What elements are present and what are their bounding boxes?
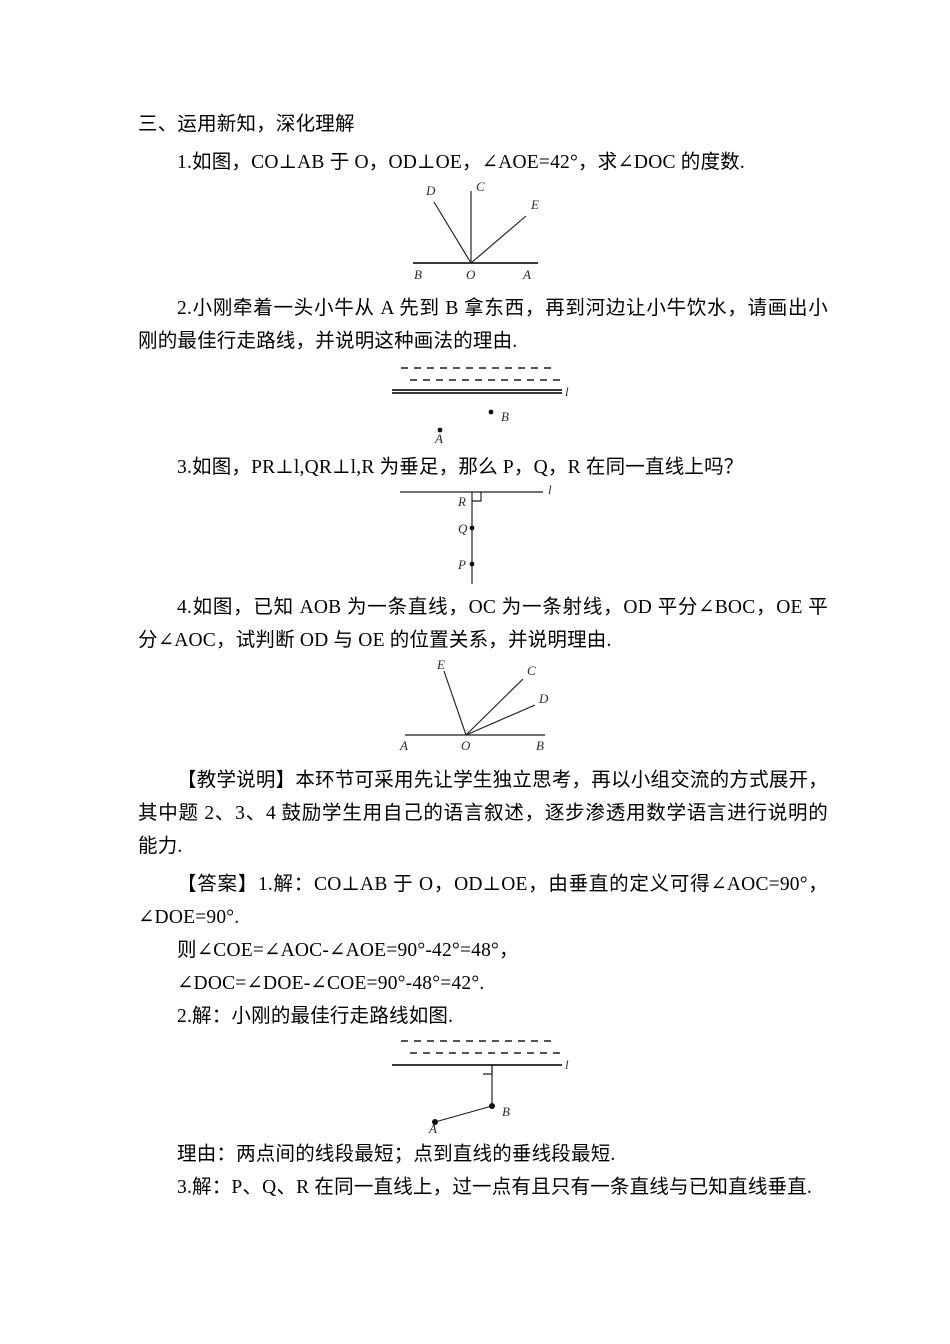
figure-2-label-l: l bbox=[565, 384, 569, 399]
figure-2-point-b bbox=[488, 409, 494, 415]
figure-4-label-d: D bbox=[538, 691, 549, 706]
figure-1-label-c: C bbox=[476, 179, 485, 194]
ray-oe bbox=[470, 215, 527, 264]
figure-4-label-o: O bbox=[461, 738, 471, 753]
figure-1-container: D C E B O A bbox=[138, 179, 828, 287]
answer-line-6: 3.解：P、Q、R 在同一直线上，过一点有且只有一条直线与已知直线垂直. bbox=[177, 1177, 813, 1198]
solution-path-figure: l B A bbox=[392, 1040, 569, 1136]
figure-2-label-b: B bbox=[501, 409, 509, 424]
answer-line-4: 2.解：小刚的最佳行走路线如图. bbox=[177, 1006, 454, 1027]
segment-a-to-b bbox=[434, 1105, 493, 1123]
right-angle-mark-icon bbox=[472, 492, 482, 502]
figure-1-label-o: O bbox=[466, 267, 476, 282]
figure-3-point-p bbox=[469, 561, 475, 567]
answer-line-5: 理由：两点间的线段最短；点到直线的垂线段最短. bbox=[177, 1144, 616, 1165]
figure-3-label-p: P bbox=[457, 557, 466, 572]
bisector-figure-4: E C D A O B bbox=[399, 657, 549, 753]
figure-4-label-c: C bbox=[527, 663, 536, 678]
solution-point-a bbox=[432, 1119, 438, 1125]
river-figure-2: l B A bbox=[392, 367, 569, 446]
section-heading: 三、运用新知，深化理解 bbox=[138, 114, 355, 135]
figure-3-container: l R Q P bbox=[138, 482, 828, 586]
solution-label-l: l bbox=[565, 1057, 569, 1072]
figure-1-label-e: E bbox=[530, 197, 539, 212]
solution-label-b: B bbox=[502, 1104, 510, 1119]
perpendicular-figure-3: l R Q P bbox=[400, 482, 552, 584]
figure-1-label-b: B bbox=[414, 267, 422, 282]
figure-3-label-r: R bbox=[457, 494, 466, 509]
answer-line-2: 则∠COE=∠AOC-∠AOE=90°-42°=48°， bbox=[177, 940, 519, 961]
problem-2-text: 2.小刚牵着一头小牛从 A 先到 B 拿东西，再到河边让小牛饮水，请画出小刚的最… bbox=[138, 298, 828, 352]
ray-oe-4 bbox=[443, 670, 467, 736]
figure-3-label-q: Q bbox=[458, 521, 468, 536]
figure-1-label-a: A bbox=[522, 267, 531, 282]
figure-4-label-a: A bbox=[399, 738, 408, 753]
ray-od bbox=[433, 201, 472, 264]
teaching-note: 【教学说明】本环节可采用先让学生独立思考，再以小组交流的方式展开，其中题 2、3… bbox=[138, 770, 828, 857]
figure-3-point-q bbox=[469, 525, 475, 531]
answer-line-3: ∠DOC=∠DOE-∠COE=90°-48°=42°. bbox=[177, 973, 485, 994]
solution-label-a: A bbox=[428, 1121, 437, 1136]
answer-line-1: 【答案】1.解：CO⊥AB 于 O，OD⊥OE，由垂直的定义可得∠AOC=90°… bbox=[138, 874, 828, 928]
figure-2-label-a: A bbox=[434, 431, 443, 446]
problem-4-text: 4.如图，已知 AOB 为一条直线，OC 为一条射线，OD 平分∠BOC，OE … bbox=[138, 597, 828, 651]
document-content: 三、运用新知，深化理解 1.如图，CO⊥AB 于 O，OD⊥OE，∠AOE=42… bbox=[138, 108, 828, 1204]
figure-2-container: l B A bbox=[138, 358, 828, 446]
figure-1-label-d: D bbox=[425, 183, 436, 198]
problem-3-text: 3.如图，PR⊥l,QR⊥l,R 为垂足，那么 P，Q，R 在同一直线上吗？ bbox=[177, 457, 744, 478]
angle-figure-1: D C E B O A bbox=[413, 179, 539, 282]
right-angle-mark-icon bbox=[483, 1065, 493, 1075]
problem-1-text: 1.如图，CO⊥AB 于 O，OD⊥OE，∠AOE=42°，求∠DOC 的度数. bbox=[177, 152, 745, 173]
ray-oc-4 bbox=[465, 678, 524, 736]
figure-4-label-e: E bbox=[436, 657, 445, 672]
figure-4-container: E C D A O B bbox=[138, 657, 828, 759]
figure-2-point-a bbox=[437, 427, 443, 433]
solution-figure-container: l B A bbox=[138, 1033, 828, 1136]
figure-4-label-b: B bbox=[536, 738, 544, 753]
figure-3-label-l: l bbox=[548, 482, 552, 497]
ray-od-4 bbox=[465, 704, 536, 736]
